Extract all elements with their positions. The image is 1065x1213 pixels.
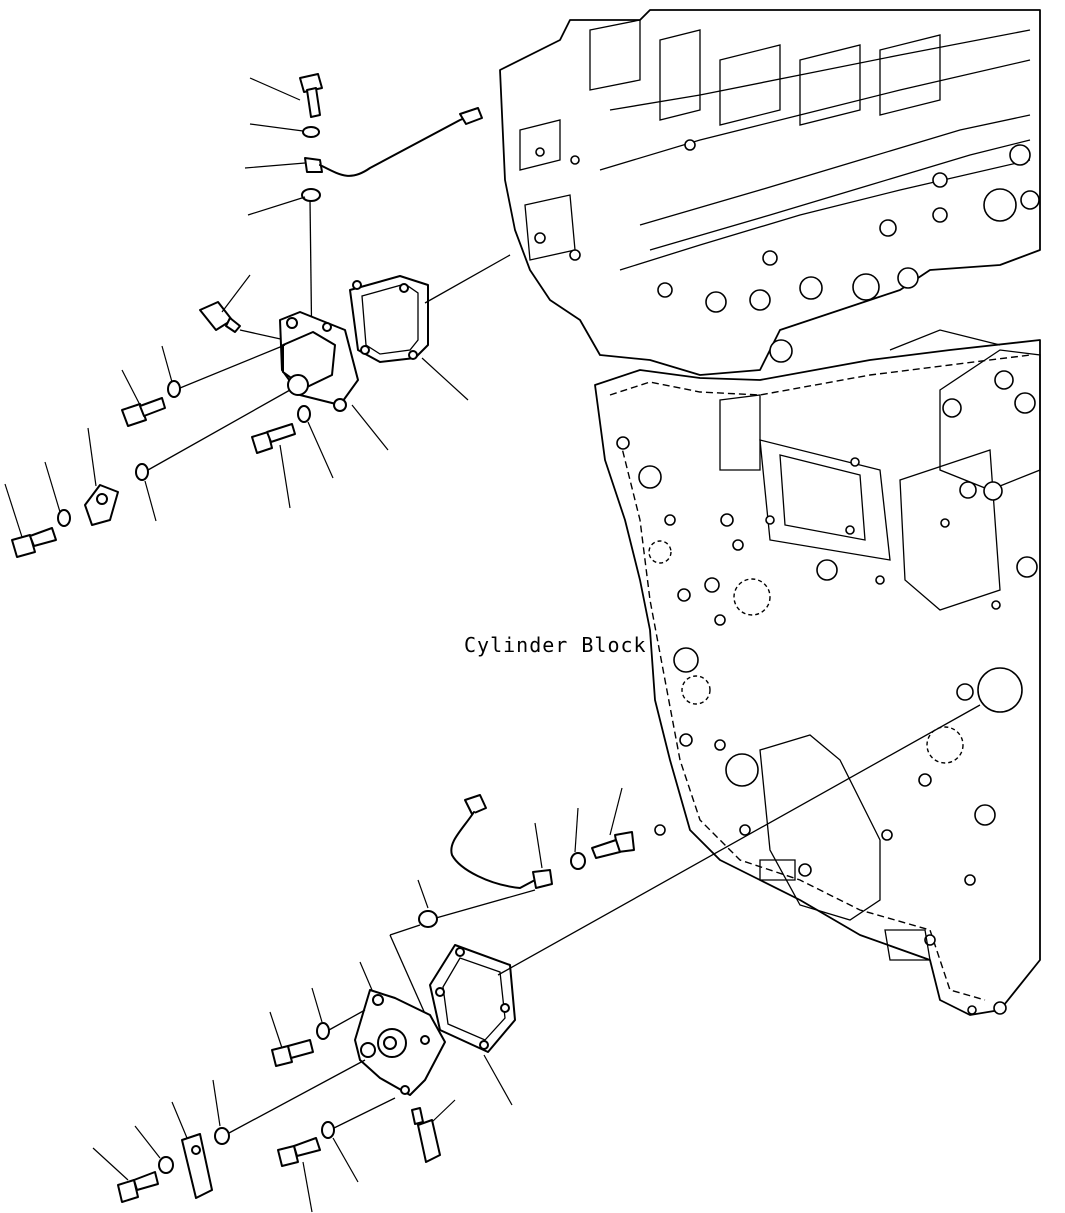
lower-assembly [92,704,981,1213]
lower-bolt-mid [271,1039,314,1067]
lower-housing [354,989,446,1096]
lower-washer-6 [321,1121,335,1139]
upper-bolt-top [299,73,323,118]
lower-washer-2 [418,910,438,928]
lower-bolt-bottom [277,1137,321,1167]
upper-housing [279,311,359,412]
lower-washer-5 [158,1156,174,1174]
lower-gasket [429,944,516,1053]
upper-washer-6 [57,509,71,527]
upper-washer-1 [302,126,320,138]
upper-washer-3 [167,380,181,398]
cylinder-block [594,329,1041,1016]
upper-sensor [199,301,241,333]
lower-sensor [411,1107,441,1163]
upper-oil-tube [304,107,483,177]
upper-assembly [4,73,511,558]
lower-block-fitting [181,1133,213,1199]
upper-washer-4 [297,405,311,423]
upper-washer-5 [135,463,149,481]
cylinder-block-label: Cylinder Block [464,633,647,657]
upper-gasket [349,275,429,363]
upper-bolt-left [121,397,166,427]
lower-washer-4 [214,1127,230,1145]
lower-washer-1 [570,852,586,870]
cylinder-head [499,9,1041,376]
upper-elbow [84,484,119,526]
upper-bolt-mid [251,423,296,454]
upper-bolt-farleft [11,527,57,558]
lower-bolt-farleft [117,1171,159,1203]
upper-washer-2 [301,188,321,202]
lower-washer-3 [316,1022,330,1040]
lower-bolt-right [591,831,635,859]
lower-oil-tube [450,794,553,889]
